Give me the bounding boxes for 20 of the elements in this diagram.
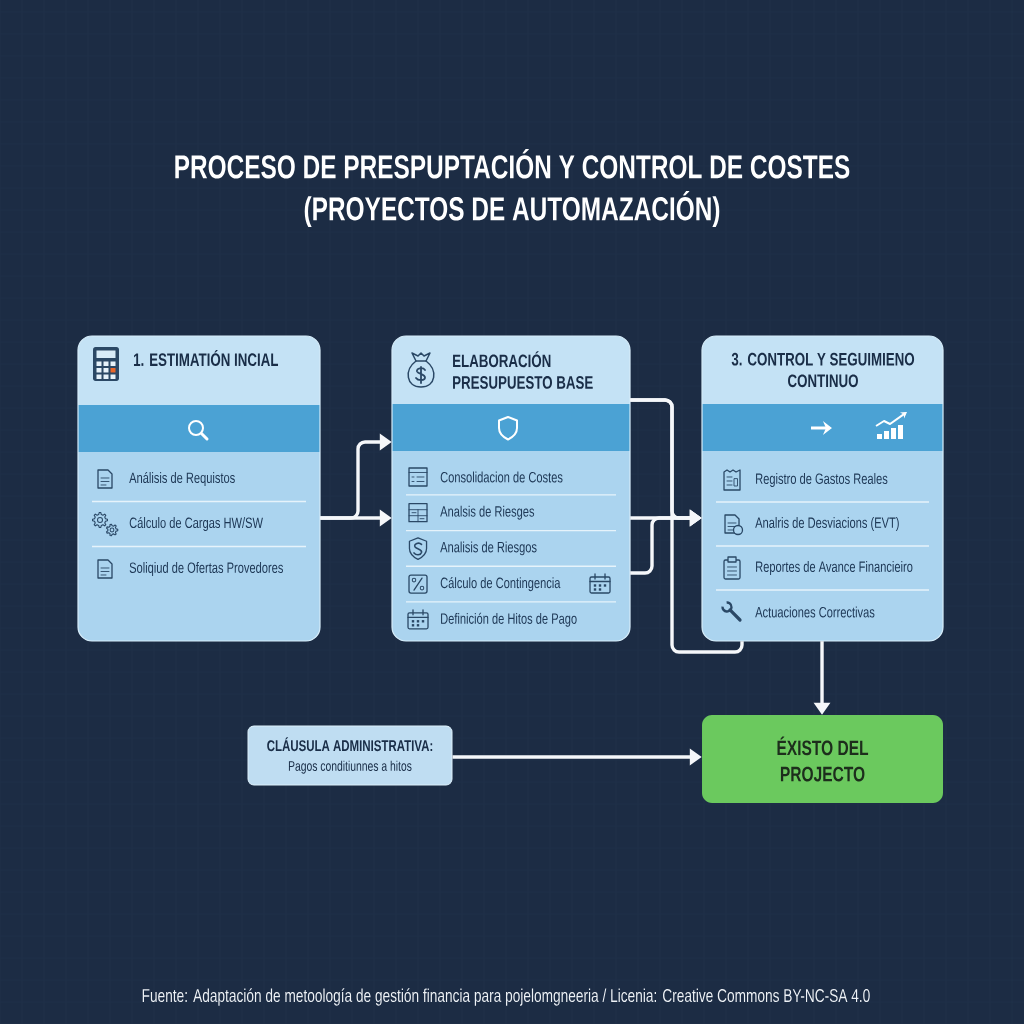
list-item: Cálculo de Contingencia bbox=[440, 577, 561, 592]
connector-line bbox=[630, 398, 744, 654]
list-item: Definición de Hitos de Pago bbox=[441, 612, 577, 627]
card-heading: 1. ESTIMATIÓN INCIAL bbox=[134, 349, 278, 367]
result-box: ÉXISTO DEL PROJECTO bbox=[702, 715, 943, 803]
title: PROCESO DE PRESPUPTACIÓN Y CONTROL DE COSTES (PROYECTOS DE AUTOMAZACIÓN) bbox=[175, 149, 850, 227]
list-item: Analris de Desviacions (EVT) bbox=[755, 517, 899, 531]
caption: Fuente: Adaptación de metoología de gestión financia para pojelomgneeria / Licenia: Creative Commons BY-NC-SA 4.0 bbox=[142, 988, 870, 1006]
list-item: Registro de Gastos Reales bbox=[756, 473, 888, 487]
list-item: Análisis de Requistos bbox=[129, 471, 235, 487]
note-box: CLÁUSULA ADMINISTRATIVA: Pagos conditiunnes a hitos bbox=[247, 725, 453, 786]
list-item: Analsis de Riesges bbox=[440, 505, 535, 520]
list-item: Actuaciones Correctivas bbox=[755, 606, 875, 618]
list-item: Soliqiud de Ofertas Provedores bbox=[129, 562, 283, 576]
list-item: Cálculo de Cargas HW/SW bbox=[129, 516, 263, 532]
card-heading: ELABORACIÓN PRESUPUESTO BASE bbox=[453, 351, 593, 389]
list-item: Analisis de Riesgos bbox=[440, 541, 537, 556]
card-heading: 3. CONTROL Y SEGUIMIENO CONTINUO bbox=[731, 352, 915, 388]
list-item: Reportes de Avance Financieiro bbox=[756, 561, 913, 575]
list-item: Consolidacion de Costes bbox=[440, 471, 563, 483]
